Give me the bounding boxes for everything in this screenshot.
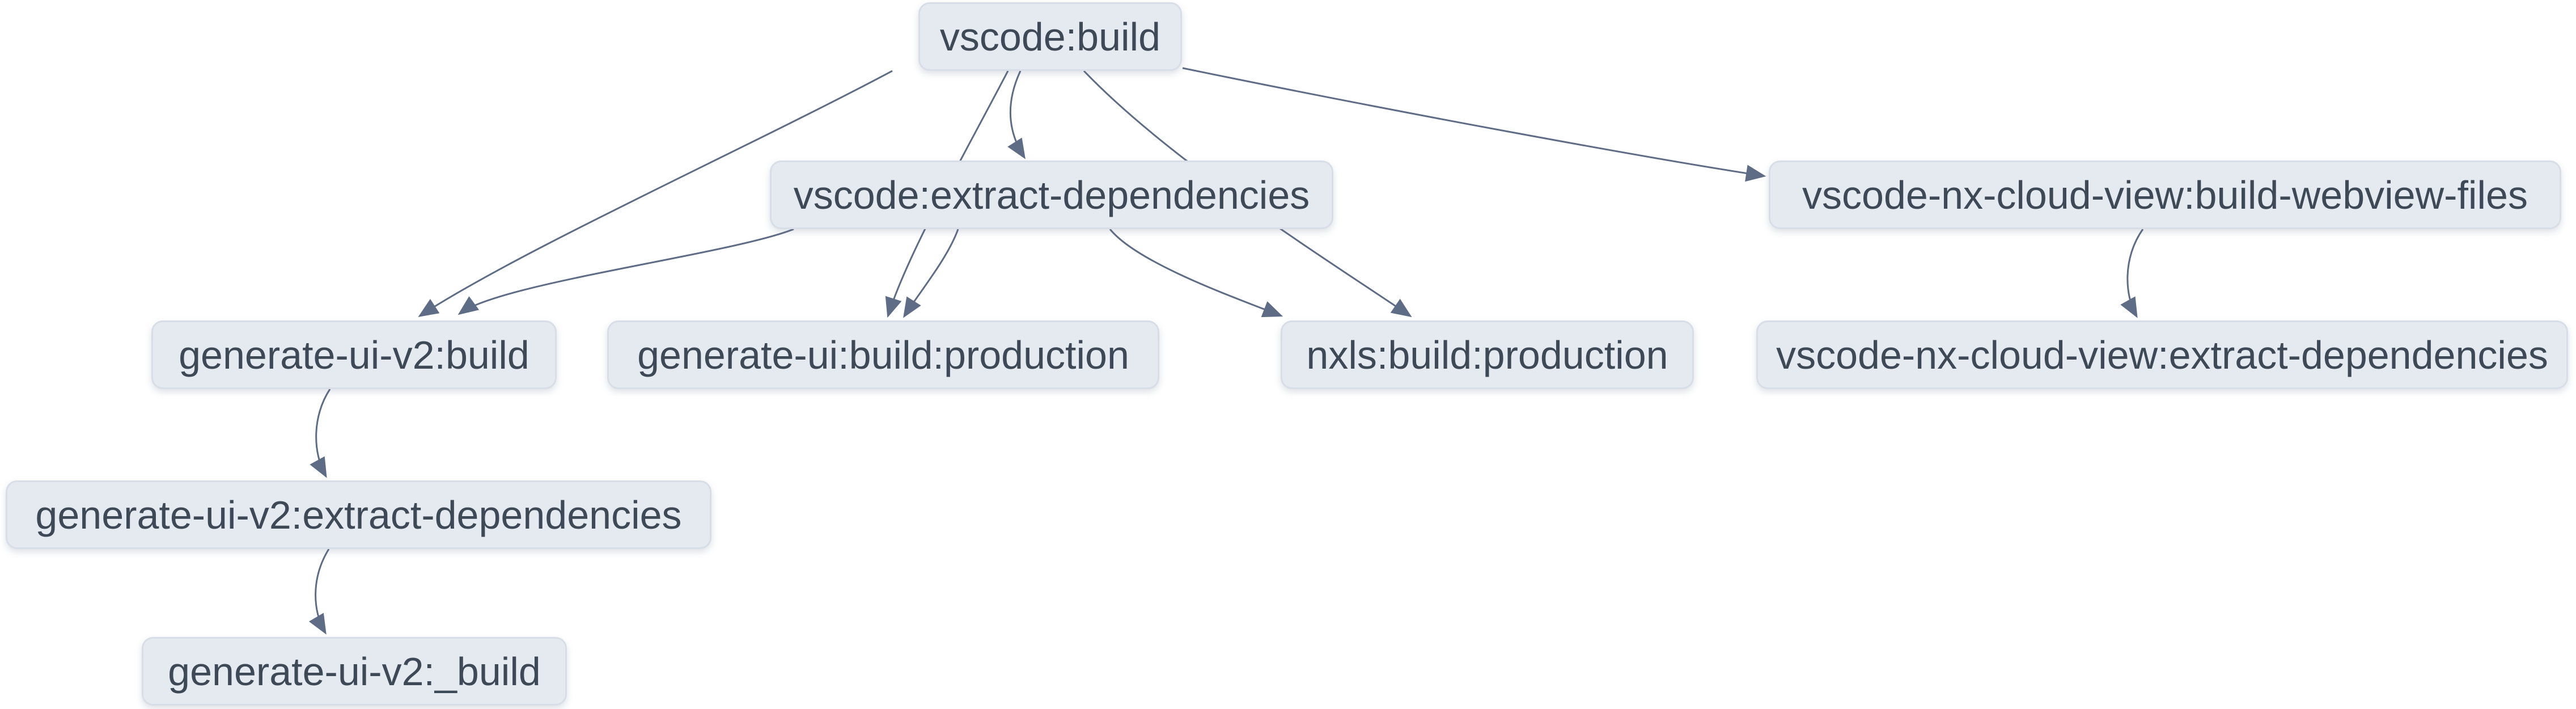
edge-vscode-extract-dependencies-to-generate-ui-build-production bbox=[903, 229, 959, 318]
task-node-vscode-extract-dependencies[interactable]: vscode:extract-dependencies bbox=[770, 161, 1333, 229]
edge-generate-ui-v2-extract-dependencies-to-generate-ui-v2-build-internal bbox=[308, 548, 330, 635]
edge-vscode-build-to-vscode-extract-dependencies bbox=[1007, 70, 1026, 159]
edge-vscode-extract-dependencies-to-generate-ui-v2-build bbox=[457, 228, 794, 315]
task-node-nxls-build-production[interactable]: nxls:build:production bbox=[1281, 320, 1694, 389]
task-node-generate-ui-v2-build[interactable]: generate-ui-v2:build bbox=[151, 320, 557, 389]
edge-vscode-extract-dependencies-to-nxls-build-production bbox=[1109, 229, 1283, 318]
task-node-vscode-build[interactable]: vscode:build bbox=[918, 2, 1182, 71]
edge-vscode-nx-cloud-view-build-webview-files-to-vscode-nx-cloud-view-extract-dependencies bbox=[2120, 229, 2144, 318]
task-node-generate-ui-build-production[interactable]: generate-ui:build:production bbox=[607, 320, 1159, 389]
task-node-generate-ui-v2-extract-dependencies[interactable]: generate-ui-v2:extract-dependencies bbox=[6, 480, 711, 549]
task-node-vscode-nx-cloud-view-build-webview-files[interactable]: vscode-nx-cloud-view:build-webview-files bbox=[1769, 161, 2561, 229]
edge-generate-ui-v2-build-to-generate-ui-v2-extract-dependencies bbox=[310, 389, 331, 478]
edge-vscode-build-to-vscode-nx-cloud-view-build-webview-files bbox=[1182, 67, 1766, 182]
task-node-vscode-nx-cloud-view-extract-dependencies[interactable]: vscode-nx-cloud-view:extract-dependencie… bbox=[1756, 320, 2568, 389]
task-node-generate-ui-v2-internal-build[interactable]: generate-ui-v2:_build bbox=[142, 637, 567, 706]
